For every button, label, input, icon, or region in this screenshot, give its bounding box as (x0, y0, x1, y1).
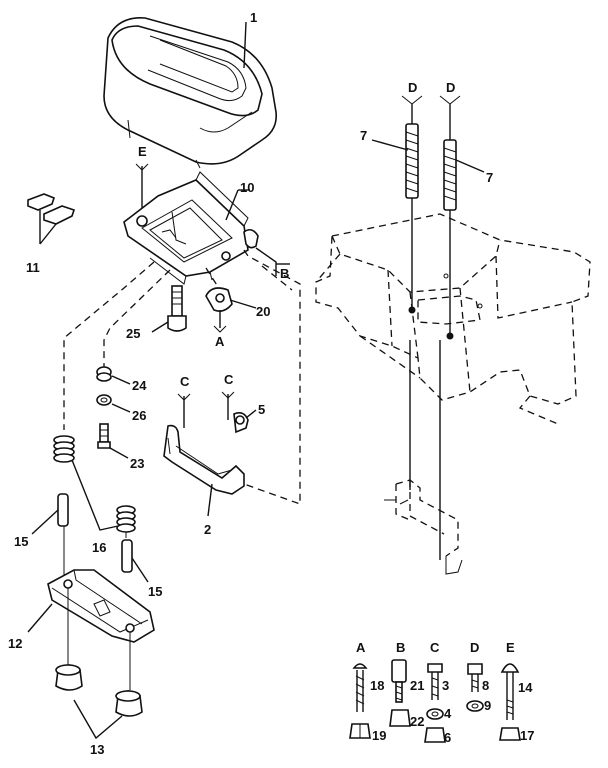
callout-10: 10 (240, 180, 254, 195)
hardware-c-letter: C (430, 640, 440, 655)
callout-23: 23 (130, 456, 144, 471)
hardware-d-top: 8 (482, 678, 489, 693)
ref-a-lower: A (215, 334, 225, 349)
hardware-b-bolt (389, 659, 411, 727)
upper-bracket-part (123, 171, 259, 285)
callout-25: 25 (126, 326, 140, 341)
hardware-d-letter: D (470, 640, 479, 655)
ref-c-left: C (180, 374, 190, 389)
spring-upper-part (53, 435, 75, 463)
hardware-e-bolt (499, 663, 521, 741)
pin-left-part (31, 493, 69, 535)
callout-16: 16 (92, 540, 106, 555)
callout-7-left: 7 (360, 128, 367, 143)
hardware-a-bottom: 19 (372, 728, 386, 743)
callout-13: 13 (90, 742, 104, 757)
hardware-e-letter: E (506, 640, 515, 655)
callout-12: 12 (8, 636, 22, 651)
hardware-b-letter: B (396, 640, 405, 655)
pin-right-part (121, 539, 149, 583)
callout-15-right: 15 (148, 584, 162, 599)
hardware-d-mid: 9 (484, 698, 491, 713)
cable-left-part (405, 123, 419, 314)
clamp-part (205, 287, 257, 333)
ref-d-right: D (446, 80, 455, 95)
hardware-c-bolt (424, 663, 446, 743)
ref-c-right: C (224, 372, 234, 387)
callout-5: 5 (258, 402, 265, 417)
hardware-d-bolt (466, 663, 484, 712)
hardware-c-mid: 4 (444, 706, 452, 721)
nut-24-part (96, 366, 131, 385)
lower-bracket-right-part (384, 479, 463, 575)
ref-e-top: E (138, 144, 147, 159)
hardware-b-bottom: 22 (410, 714, 424, 729)
hardware-c-top: 3 (442, 678, 449, 693)
hardware-legend: A 18 19 B 21 22 C (349, 640, 534, 745)
callout-11: 11 (26, 260, 40, 275)
floor-housing-part (315, 213, 591, 425)
ref-d-left: D (408, 80, 417, 95)
callout-24: 24 (132, 378, 147, 393)
ref-b-side: B (280, 266, 289, 281)
callout-7-right: 7 (486, 170, 493, 185)
callout-26: 26 (132, 408, 146, 423)
foot-right-part (115, 690, 143, 717)
console-cover-part (103, 17, 278, 169)
lower-bracket-part (163, 409, 257, 517)
hardware-c-bottom: 6 (444, 730, 451, 745)
pads-part (27, 193, 76, 245)
callout-1: 1 (250, 10, 257, 25)
callout-2: 2 (204, 522, 211, 537)
foot-left-part (55, 664, 83, 691)
callout-20: 20 (256, 304, 270, 319)
hardware-e-top: 14 (518, 680, 533, 695)
spring-lower-part (116, 505, 136, 533)
hardware-a-top: 18 (370, 678, 384, 693)
cable-right-part (443, 139, 457, 340)
washer-26-part (96, 394, 131, 413)
hardware-e-bottom: 17 (520, 728, 534, 743)
hardware-b-top: 21 (410, 678, 424, 693)
hardware-a-letter: A (356, 640, 366, 655)
callout-15-left: 15 (14, 534, 28, 549)
hardware-a-screw (349, 663, 371, 739)
base-plate-part (27, 569, 155, 643)
pivot-bolt-part (151, 285, 187, 333)
bolt-23-part (97, 423, 129, 459)
